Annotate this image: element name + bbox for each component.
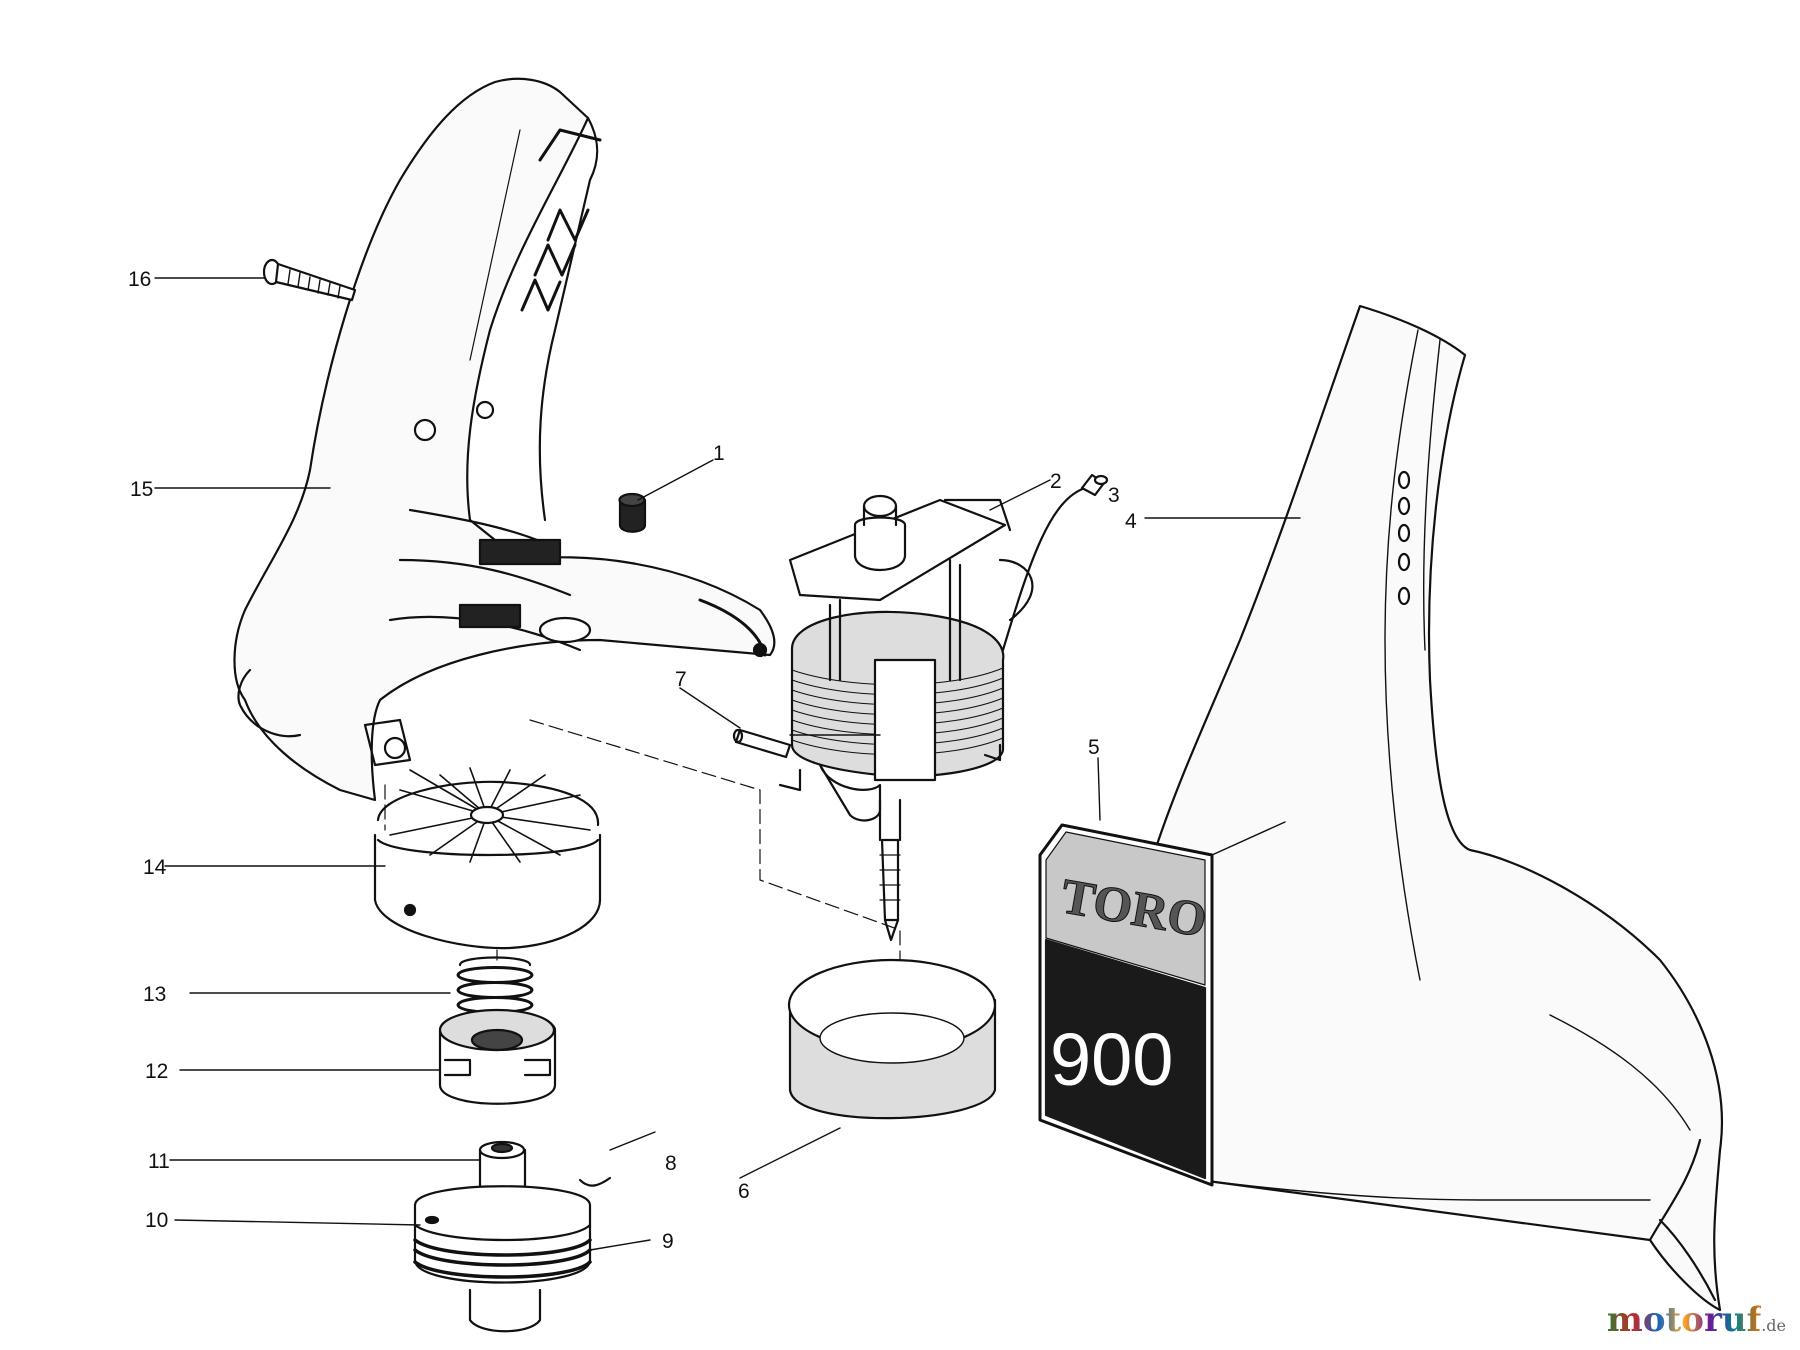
ring-part (787, 958, 997, 1120)
screw-part (262, 258, 357, 302)
callout-12: 12 (145, 1060, 168, 1083)
callout-15: 15 (130, 478, 153, 501)
plug-part (618, 492, 647, 533)
callout-14: 14 (143, 856, 167, 879)
callout-3: 3 (1108, 484, 1120, 507)
callout-2: 2 (1050, 470, 1062, 493)
callout-4: 4 (1125, 510, 1137, 533)
left-housing-part (233, 77, 776, 802)
decal-part (1038, 823, 1214, 1187)
callout-1: 1 (713, 442, 725, 465)
pin-part (1080, 473, 1109, 497)
assembly-lines (384, 719, 901, 961)
watermark-tld: .de (1761, 1316, 1786, 1335)
dowel-part (732, 728, 792, 759)
callout-11: 11 (148, 1150, 170, 1173)
hub-part (438, 1008, 557, 1105)
callouts: 1 2 3 4 5 6 7 8 9 10 11 12 13 14 15 16 (128, 268, 1137, 1253)
watermark-text: motoruf (1606, 1300, 1762, 1340)
callout-9: 9 (662, 1230, 674, 1253)
right-housing-part (1123, 304, 1724, 1312)
watermark-logo: motoruf.de (1607, 1300, 1786, 1340)
callout-7: 7 (675, 668, 687, 691)
decal-model-text: 900 (1050, 1018, 1173, 1101)
callout-5: 5 (1088, 736, 1100, 759)
callout-10: 10 (145, 1209, 168, 1232)
leader-lines (154, 277, 1301, 1251)
fan-part (373, 767, 602, 950)
spool-part (413, 1176, 612, 1333)
callout-6: 6 (738, 1180, 750, 1203)
callout-16: 16 (128, 268, 151, 291)
callout-8: 8 (665, 1152, 677, 1175)
callout-13: 13 (143, 983, 166, 1006)
